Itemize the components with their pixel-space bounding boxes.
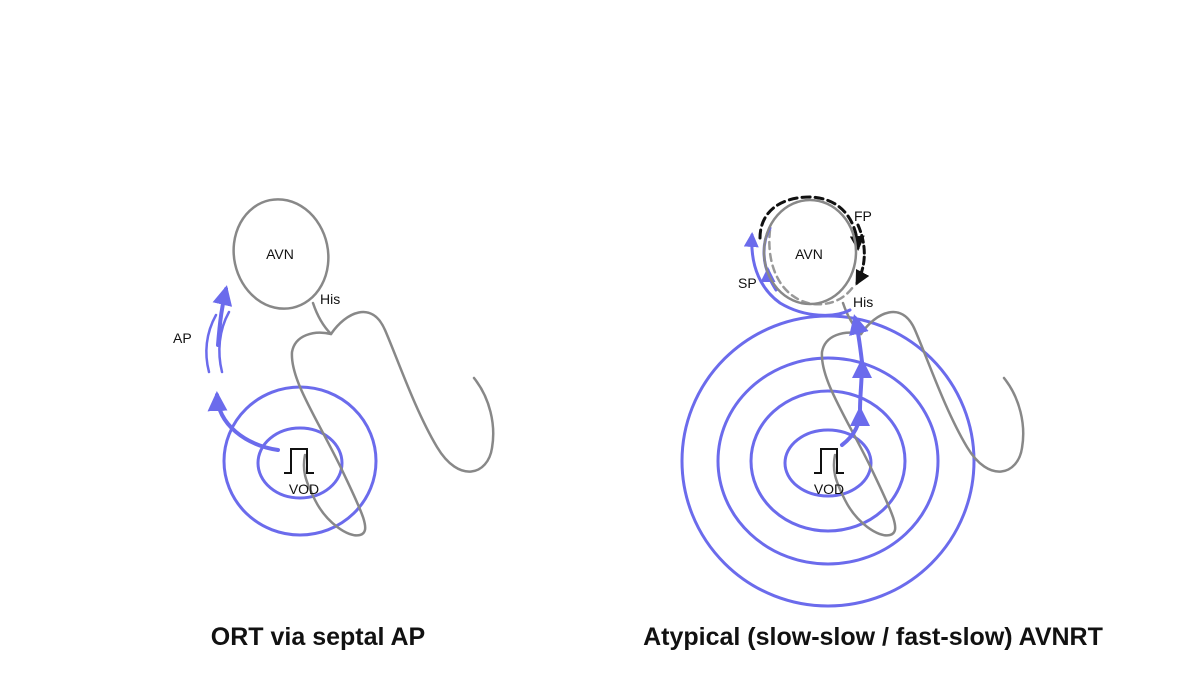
right-conduction-system <box>822 303 1023 535</box>
right-retrograde-arrow-2 <box>860 362 862 410</box>
left-ap-conduction <box>206 289 278 450</box>
left-vod-label: VOD <box>289 481 319 497</box>
right-pacing-pulse-icon <box>814 449 844 473</box>
left-ap-line-1 <box>206 315 216 372</box>
left-wavefront-rings <box>224 387 376 535</box>
right-retrograde-arrow-3 <box>855 318 862 362</box>
right-fast-pathway-dashed-outer <box>760 197 858 248</box>
right-wavefront-rings <box>682 316 974 606</box>
right-fast-pathway-inner <box>857 225 864 283</box>
right-his-label: His <box>853 294 873 310</box>
right-vod-label: VOD <box>814 481 844 497</box>
right-panel-caption: Atypical (slow-slow / fast-slow) AVNRT <box>643 623 1103 651</box>
right-ring-2 <box>751 391 905 531</box>
right-retrograde-conduction <box>842 318 862 445</box>
right-avn-label: AVN <box>795 246 823 262</box>
left-pacing-pulse-icon <box>284 449 314 473</box>
right-bundle-branch <box>861 312 1023 472</box>
left-ring-outer <box>224 387 376 535</box>
right-fp-label: FP <box>854 208 872 224</box>
left-ap-label: AP <box>173 330 192 346</box>
left-avn-label: AVN <box>266 246 294 262</box>
left-his-label: His <box>320 291 340 307</box>
right-sp-label: SP <box>738 275 757 291</box>
left-his-bundle <box>292 303 365 535</box>
left-bundle-branch <box>331 312 493 472</box>
left-panel-caption: ORT via septal AP <box>211 623 425 651</box>
right-panel: AVN FP SP His VOD Atypical (slow-slow / … <box>643 197 1103 651</box>
left-panel: AVN His AP VOD ORT via septal AP <box>173 190 493 651</box>
left-ap-arrow <box>218 289 226 345</box>
